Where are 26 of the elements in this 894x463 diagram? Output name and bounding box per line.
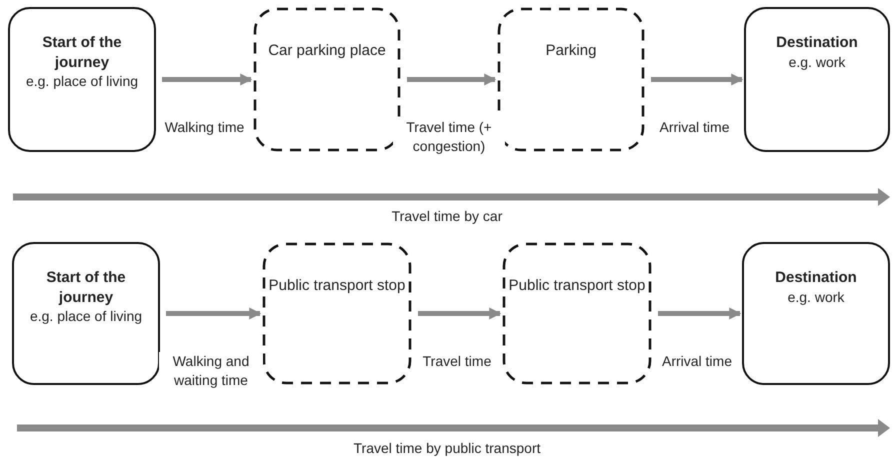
box-text: Public transport stop — [268, 276, 406, 296]
box-text: e.g. work — [788, 288, 844, 306]
box-text: Public transport stop — [508, 276, 646, 296]
arrow — [658, 308, 742, 320]
box-text: e.g. work — [788, 52, 846, 71]
edge-label: Travel time (+ congestion) — [393, 118, 505, 157]
process-box — [742, 242, 890, 385]
box-heading: Start of the journey — [41, 33, 123, 72]
box-text: Parking — [546, 41, 596, 60]
box-heading: Destination — [776, 33, 858, 52]
arrow — [407, 74, 496, 86]
box-text: e.g. place of living — [26, 72, 138, 90]
box-text: e.g. place of living — [30, 307, 142, 326]
process-box — [8, 7, 156, 152]
arrow — [418, 308, 502, 320]
box-heading: Start of the journey — [45, 268, 127, 307]
box-text: Car parking place — [268, 41, 386, 60]
edge-label: Walking and waiting time — [159, 352, 263, 391]
process-box — [12, 242, 160, 385]
arrow — [162, 74, 252, 86]
box-heading: Destination — [775, 268, 857, 288]
timeline-label: Travel time by public transport — [352, 440, 542, 456]
arrow — [166, 308, 262, 320]
timeline-label: Travel time by car — [390, 208, 504, 224]
arrow — [651, 74, 744, 86]
process-box — [744, 7, 890, 152]
